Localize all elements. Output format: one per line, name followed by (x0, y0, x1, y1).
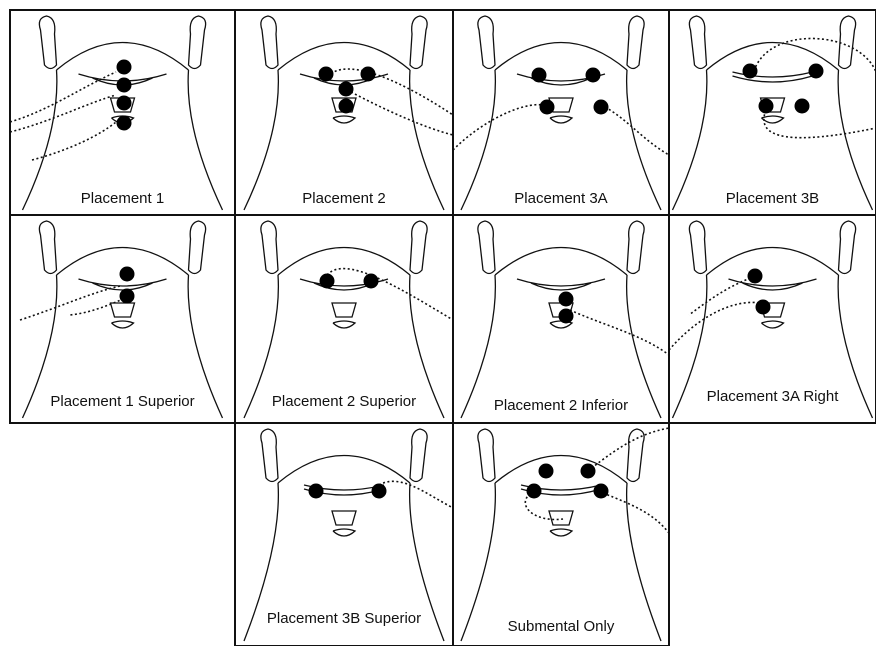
electrode-dot (532, 68, 547, 83)
electrode-dot (339, 82, 354, 97)
panel-label: Placement 2 Inferior (494, 397, 628, 414)
electrode-dot (756, 300, 771, 315)
electrode-dot (320, 274, 335, 289)
electrode-dot (309, 484, 324, 499)
electrode-dot (581, 464, 596, 479)
electrode-dot (559, 309, 574, 324)
electrode-dot (120, 267, 135, 282)
panel-label: Placement 3A Right (707, 388, 840, 405)
panel-label: Placement 1 Superior (50, 393, 194, 410)
electrode-dot (743, 64, 758, 79)
electrode-dot (364, 274, 379, 289)
panel-label: Placement 3B Superior (267, 610, 421, 627)
electrode-dot (540, 100, 555, 115)
electrode-dot (339, 99, 354, 114)
electrode-dot (120, 289, 135, 304)
electrode-dot (795, 99, 810, 114)
electrode-dot (759, 99, 774, 114)
electrode-dot (361, 67, 376, 82)
electrode-dot (594, 100, 609, 115)
panel-label: Submental Only (508, 618, 615, 635)
electrode-dot (809, 64, 824, 79)
electrode-dot (319, 67, 334, 82)
electrode-dot (117, 78, 132, 93)
electrode-dot (539, 464, 554, 479)
electrode-dot (586, 68, 601, 83)
panel-label: Placement 2 Superior (272, 393, 416, 410)
electrode-dot (117, 60, 132, 75)
electrode-dot (594, 484, 609, 499)
electrode-dot (117, 116, 132, 131)
panel-label: Placement 3B (726, 190, 819, 207)
electrode-dot (372, 484, 387, 499)
electrode-dot (527, 484, 542, 499)
panel-label: Placement 2 (302, 190, 385, 207)
electrode-dot (559, 292, 574, 307)
panel-label: Placement 3A (514, 190, 607, 207)
electrode-dot (117, 96, 132, 111)
electrode-dot (748, 269, 763, 284)
panel-label: Placement 1 (81, 190, 164, 207)
